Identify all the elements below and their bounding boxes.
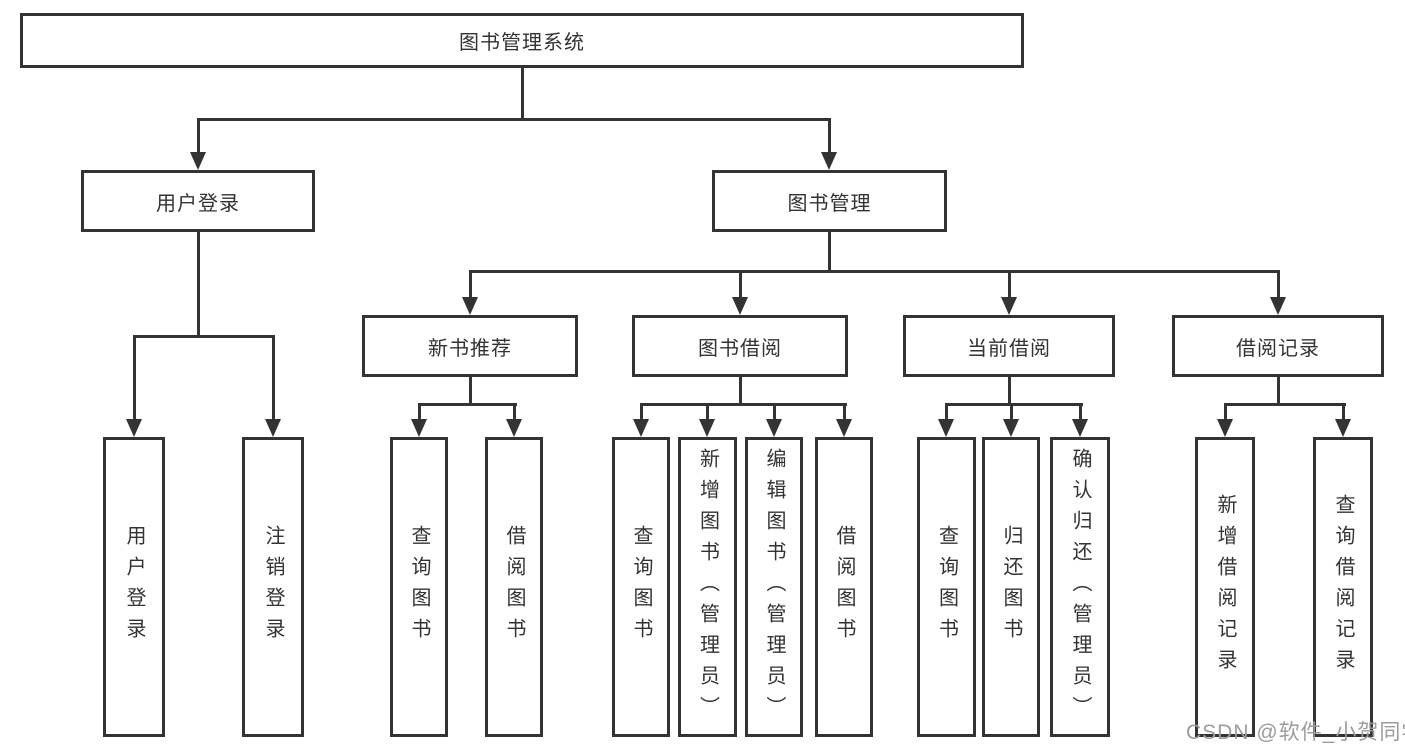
leaf-newbook-query-books: 查询图书 (390, 437, 448, 737)
leaf-newbook-borrow-books-label: 借阅图书 (503, 525, 525, 649)
leaf-newbook-borrow-books: 借阅图书 (485, 437, 543, 737)
node-root-label: 图书管理系统 (459, 32, 585, 54)
connector-line (944, 403, 1083, 406)
leaf-borrow-edit-books-admin-label: 编辑图书（管理员） (763, 447, 785, 727)
connector-line (1223, 403, 1346, 406)
connector-line (827, 118, 831, 154)
connector-line (468, 270, 472, 299)
leaf-borrow-add-books-admin-label: 新增图书（管理员） (696, 447, 719, 727)
node-book-management-label: 图书管理 (787, 192, 872, 215)
leaf-borrow-borrow-books-label: 借阅图书 (833, 525, 855, 649)
leaf-current-query-books: 查询图书 (917, 437, 976, 737)
connector-line (706, 403, 709, 421)
leaf-user-login: 用户登录 (103, 437, 165, 737)
node-book-management: 图书管理 (712, 170, 947, 232)
arrow-down-icon (633, 419, 649, 437)
connector-line (842, 403, 846, 421)
node-borrow-records: 借阅记录 (1172, 315, 1384, 377)
leaf-records-query-label: 查询借阅记录 (1332, 494, 1354, 680)
leaf-borrow-borrow-books: 借阅图书 (815, 437, 873, 737)
csdn-watermark: CSDN @软件_小贺同学 (1186, 721, 1405, 744)
node-new-book-recommend-label: 新书推荐 (428, 337, 512, 360)
connector-line (1007, 270, 1011, 299)
connector-line (772, 403, 776, 421)
leaf-borrow-query-books-label: 查询图书 (630, 525, 652, 649)
connector-line (417, 403, 517, 406)
connector-line (827, 232, 831, 273)
arrow-down-icon (190, 152, 206, 170)
arrow-down-icon (1217, 419, 1233, 437)
arrow-down-icon (821, 152, 837, 170)
connector-line (468, 270, 1280, 273)
leaf-logout: 注销登录 (242, 437, 304, 737)
connector-line (1223, 403, 1227, 421)
connector-line (1276, 377, 1280, 406)
node-current-borrow: 当前借阅 (903, 315, 1115, 377)
connector-line (271, 335, 275, 421)
connector-line (1009, 403, 1013, 421)
connector-line (1007, 377, 1011, 406)
arrow-down-icon (1072, 419, 1088, 437)
connector-line (512, 403, 516, 421)
connector-line (1276, 270, 1280, 299)
connector-line (468, 377, 472, 406)
leaf-records-query: 查询借阅记录 (1313, 437, 1373, 737)
connector-line (417, 403, 421, 421)
arrow-down-icon (126, 419, 142, 437)
connector-line (639, 403, 643, 421)
node-current-borrow-label: 当前借阅 (967, 337, 1051, 360)
connector-line (520, 68, 524, 118)
leaf-current-return-books-label: 归还图书 (1000, 525, 1022, 649)
leaf-current-confirm-return-admin: 确认归还（管理员） (1050, 437, 1110, 737)
leaf-current-return-books: 归还图书 (982, 437, 1040, 737)
node-root: 图书管理系统 (20, 13, 1024, 68)
arrow-down-icon (1335, 419, 1351, 437)
connector-line (1341, 403, 1345, 421)
leaf-current-confirm-return-admin-label: 确认归还（管理员） (1069, 447, 1091, 727)
connector-line (738, 270, 742, 299)
node-new-book-recommend: 新书推荐 (362, 315, 578, 377)
leaf-borrow-add-books-admin: 新增图书（管理员） (678, 437, 737, 737)
connector-line (132, 335, 275, 338)
node-borrow-records-label: 借阅记录 (1236, 337, 1320, 360)
arrow-down-icon (411, 419, 427, 437)
connector-line (196, 232, 200, 335)
arrow-down-icon (732, 297, 748, 315)
leaf-records-add: 新增借阅记录 (1195, 437, 1255, 737)
arrow-down-icon (1270, 297, 1286, 315)
node-user-login: 用户登录 (81, 170, 315, 232)
connector-line (738, 377, 742, 406)
arrow-down-icon (1003, 419, 1019, 437)
leaf-borrow-edit-books-admin: 编辑图书（管理员） (745, 437, 803, 737)
connector-line (196, 118, 831, 121)
leaf-logout-label: 注销登录 (262, 525, 284, 649)
arrow-down-icon (766, 419, 782, 437)
connector-line (944, 403, 948, 421)
arrow-down-icon (506, 419, 522, 437)
arrow-down-icon (699, 419, 715, 437)
node-book-borrow: 图书借阅 (632, 315, 848, 377)
arrow-down-icon (265, 419, 281, 437)
leaf-current-query-books-label: 查询图书 (935, 525, 958, 649)
connector-line (132, 335, 136, 421)
arrow-down-icon (836, 419, 852, 437)
node-book-borrow-label: 图书借阅 (698, 337, 782, 360)
leaf-user-login-label: 用户登录 (123, 525, 145, 649)
connector-line (1078, 403, 1082, 421)
arrow-down-icon (1001, 297, 1017, 315)
connector-line (639, 403, 847, 406)
connector-line (196, 118, 200, 154)
leaf-newbook-query-books-label: 查询图书 (408, 525, 430, 649)
arrow-down-icon (462, 297, 478, 315)
node-user-login-label: 用户登录 (156, 192, 240, 215)
leaf-borrow-query-books: 查询图书 (612, 437, 670, 737)
leaf-records-add-label: 新增借阅记录 (1214, 494, 1236, 680)
arrow-down-icon (938, 419, 954, 437)
